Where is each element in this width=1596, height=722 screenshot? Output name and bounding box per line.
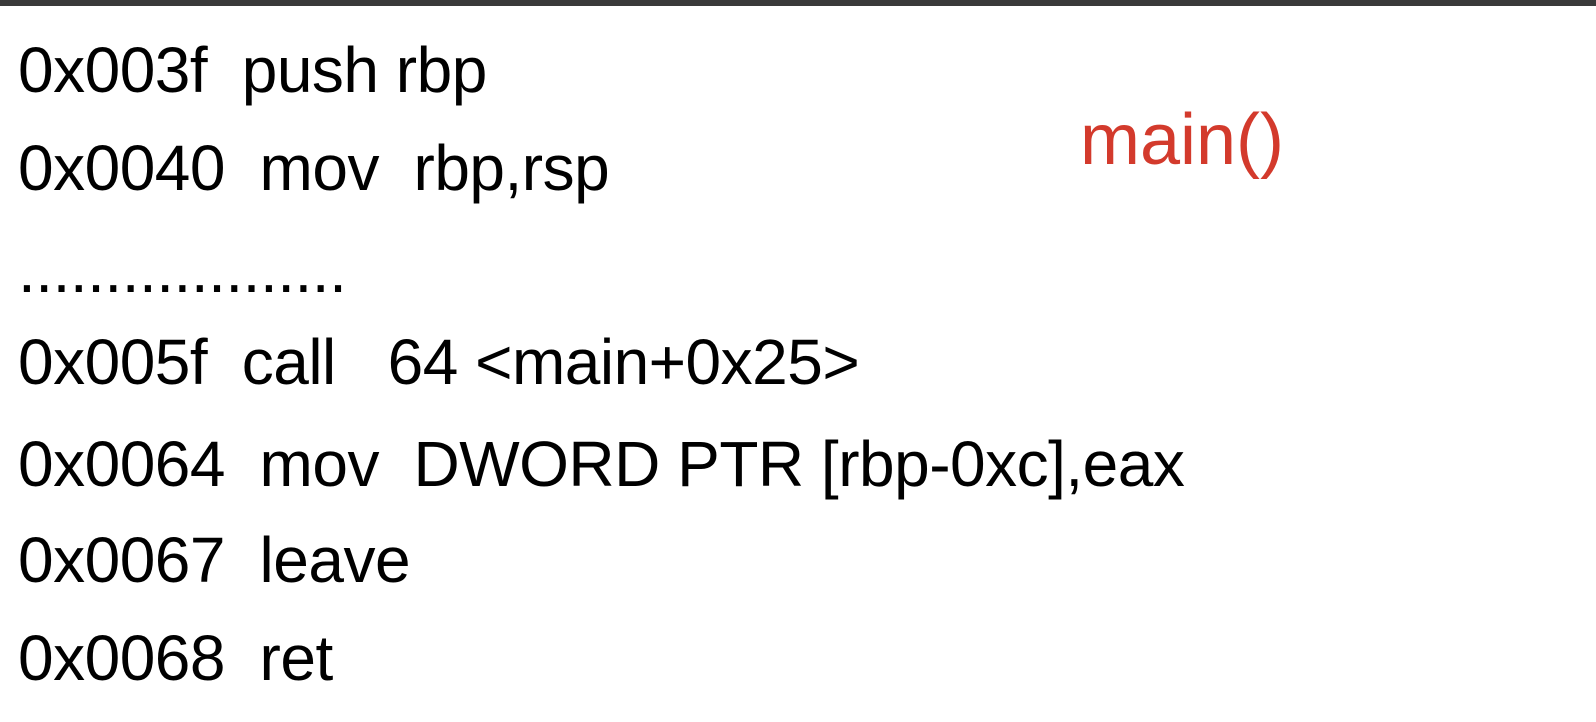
- asm-line-push-rbp: 0x003f push rbp: [18, 34, 487, 106]
- asm-line-call: 0x005f call 64 <main+0x25>: [18, 326, 860, 398]
- elision-dots: ...................: [18, 234, 347, 306]
- asm-line-ret: 0x0068 ret: [18, 622, 333, 694]
- top-border: [0, 0, 1596, 6]
- function-name-label: main(): [1080, 100, 1285, 180]
- asm-line-leave: 0x0067 leave: [18, 524, 411, 596]
- asm-line-mov-dword: 0x0064 mov DWORD PTR [rbp-0xc],eax: [18, 428, 1185, 500]
- asm-line-mov-rbp-rsp: 0x0040 mov rbp,rsp: [18, 132, 610, 204]
